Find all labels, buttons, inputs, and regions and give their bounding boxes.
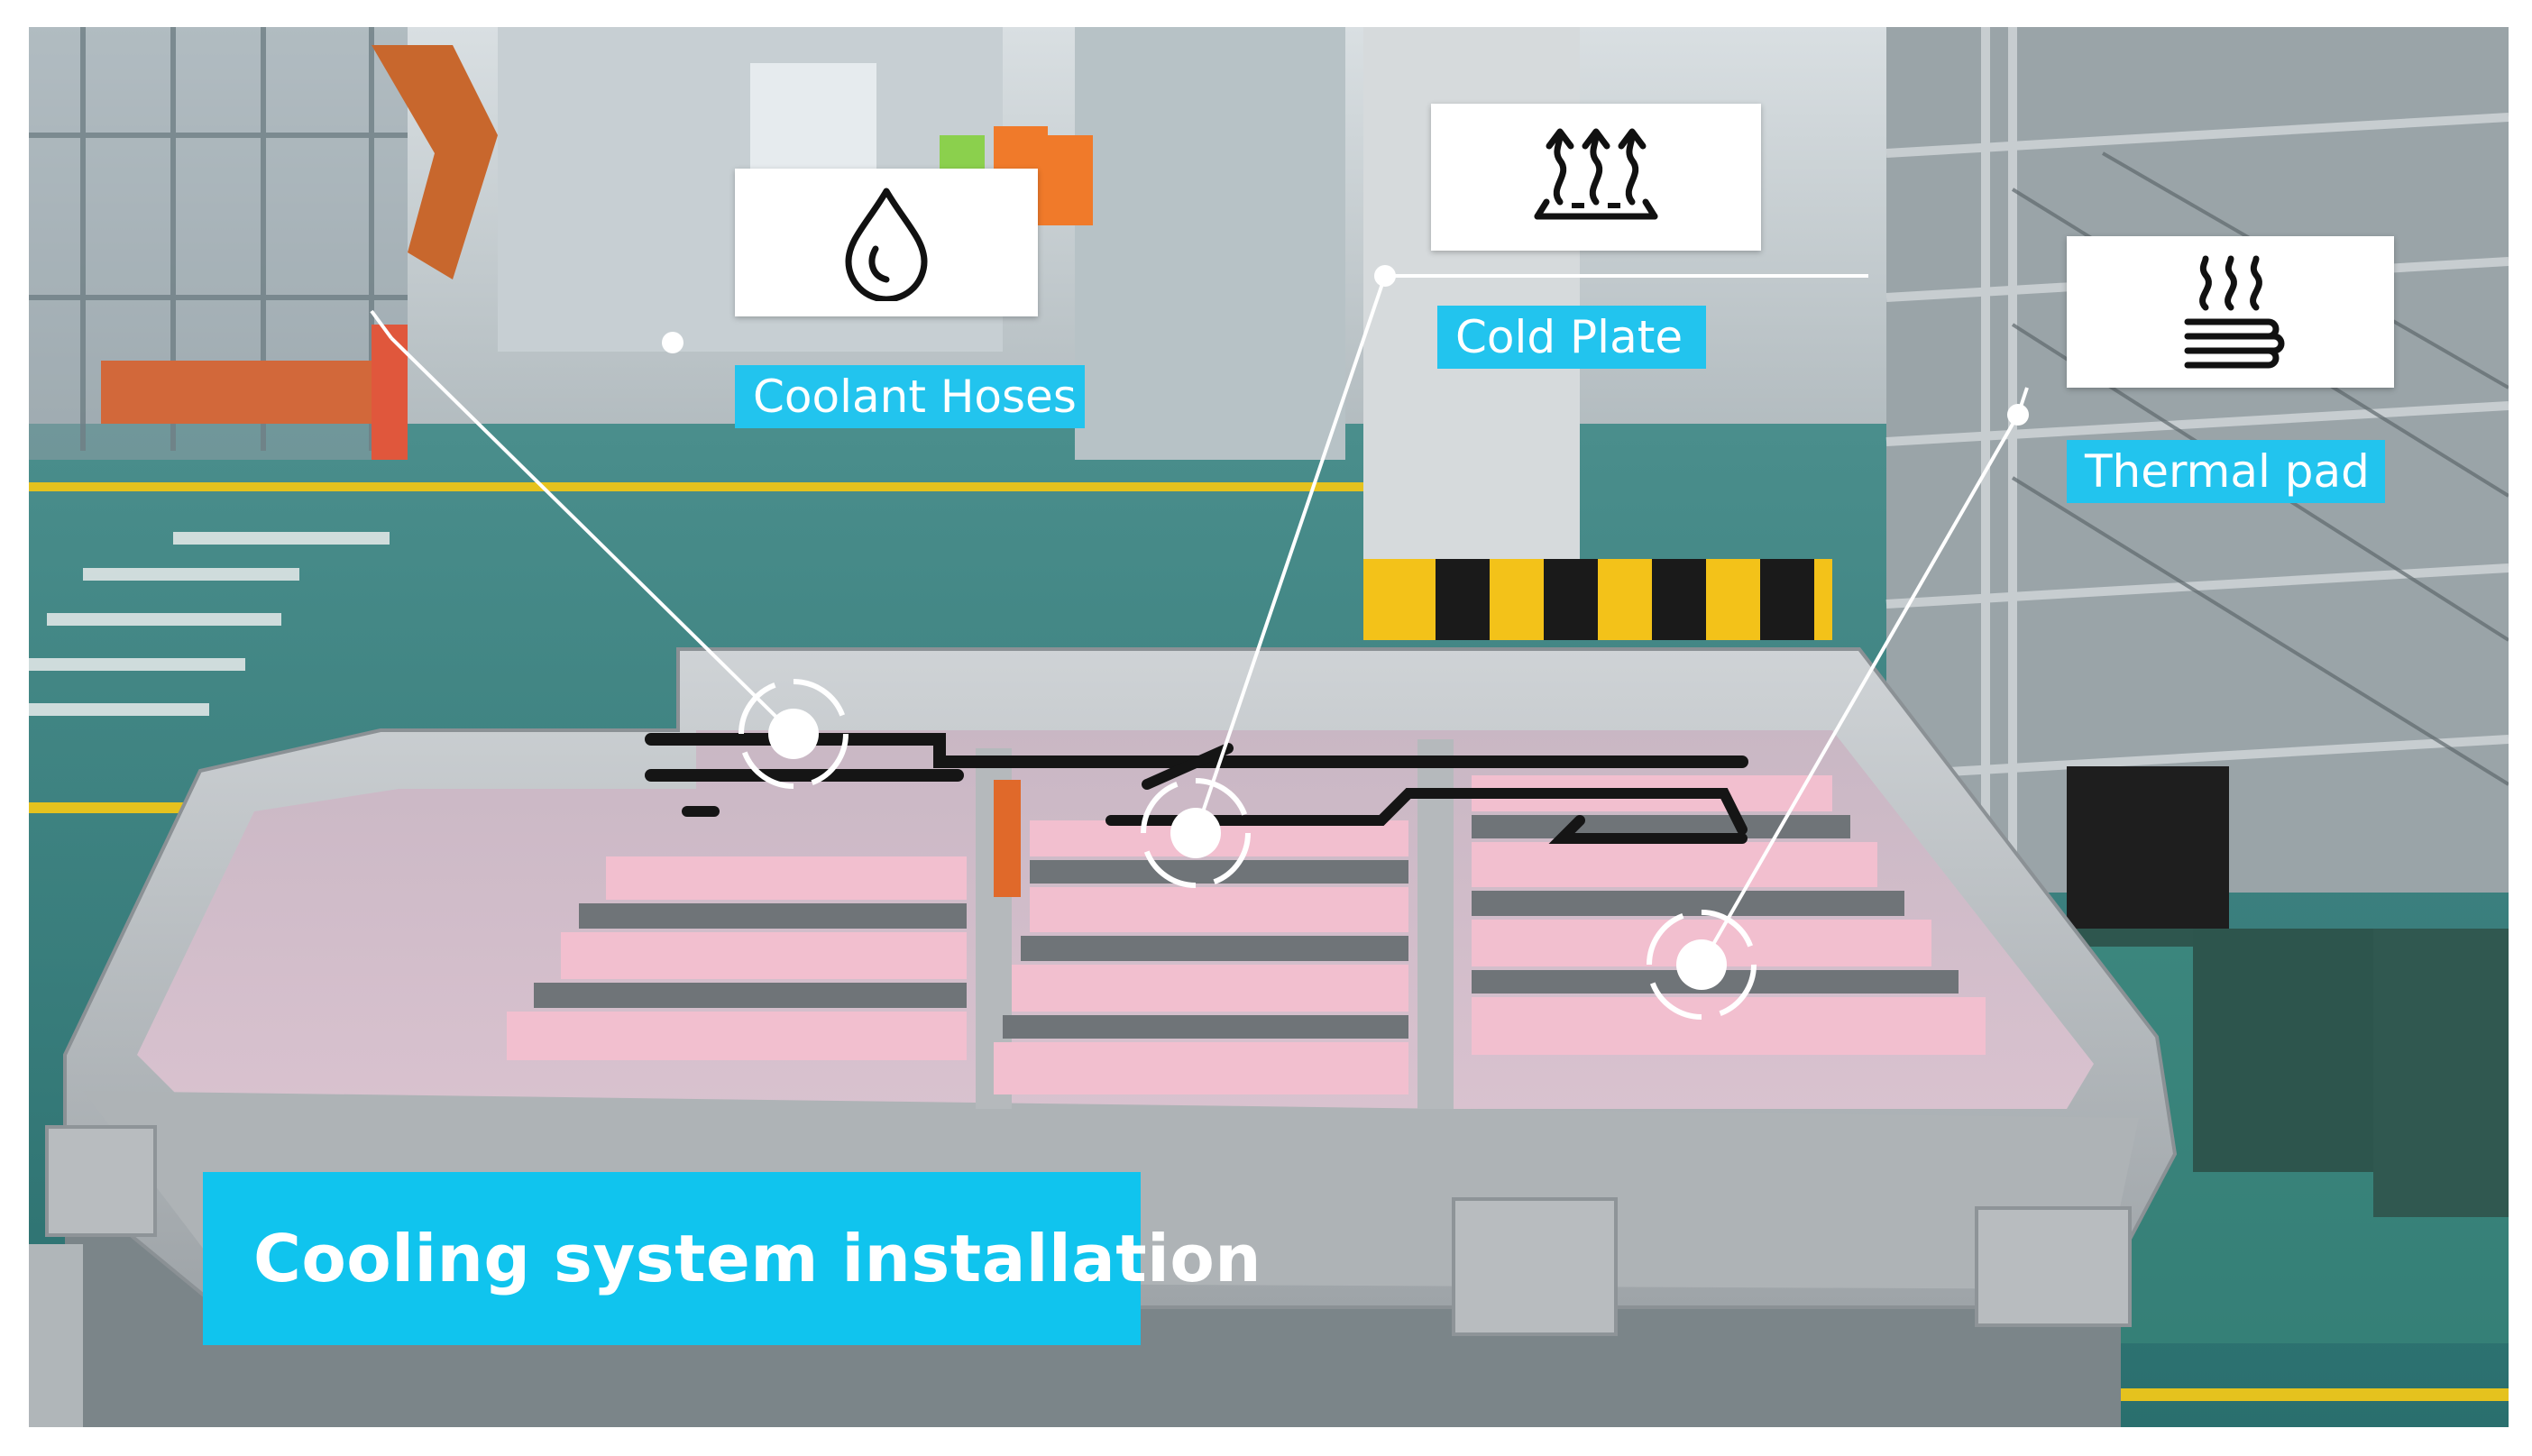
cold-plate-label: Cold Plate	[1437, 306, 1706, 369]
coolant-hoses-leader	[390, 336, 795, 736]
thermal-pad-icon-box	[2067, 236, 2394, 388]
thermal-pad-label: Thermal pad	[2067, 440, 2385, 503]
thermal-pad-leader	[1700, 414, 2020, 966]
cold-plate-icon-box	[1431, 104, 1761, 251]
scene-illustration	[29, 27, 2509, 1427]
cooling-system-banner: Cooling system installation	[203, 1172, 1261, 1345]
coolant-hoses-icon-box	[735, 169, 1038, 316]
coolant-hoses-marker	[738, 679, 849, 789]
water-drop-icon	[845, 188, 928, 301]
heat-dissipation-icon	[1534, 128, 1658, 219]
cold-plate-marker	[1141, 778, 1251, 888]
factory-photo: Coolant Hoses Cold Plate	[29, 27, 2509, 1427]
callout-lines	[370, 265, 2029, 1020]
thermal-pad-marker	[1647, 910, 1757, 1020]
cold-plate-leader	[1194, 275, 1387, 834]
heating-pad-icon	[2184, 255, 2284, 369]
coolant-hoses-label: Coolant Hoses	[735, 365, 1085, 428]
